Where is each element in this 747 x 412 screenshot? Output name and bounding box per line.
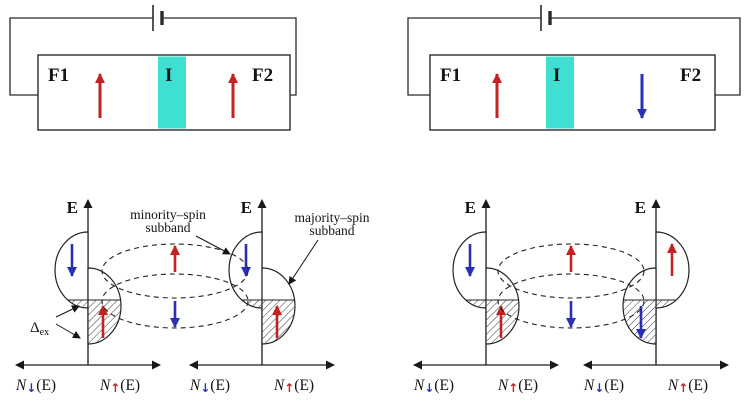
spin-up-channel-ellipse [101, 243, 249, 299]
exchange-splitting-pointer-upper [55, 305, 80, 318]
exchange-splitting-pointer-lower [55, 323, 81, 339]
filled-states-majority [88, 300, 122, 344]
junction-parallel: F1 I F2 [9, 5, 297, 131]
axis-label-n-up: N↑(E) [497, 377, 538, 395]
filled-states-majority [262, 300, 296, 344]
axis-label-n-down: N↓(E) [15, 377, 56, 395]
electrode-f1-label: F1 [440, 65, 461, 86]
filled-states-minority [67, 300, 88, 309]
filled-states-minority [241, 300, 262, 309]
spin-up-channel-ellipse [497, 243, 645, 299]
tunneling-channels-antiparallel [497, 243, 645, 329]
dos-right-electrode-antiparallel: E N↓(E) N↑(E) [583, 198, 729, 395]
tunneling-channels-parallel [101, 243, 249, 329]
axis-label-n-down: N↓(E) [413, 377, 454, 395]
junction-antiparallel: F1 I F2 [407, 5, 741, 131]
energy-axis-label: E [465, 198, 476, 217]
axis-label-n-up: N↑(E) [667, 377, 708, 395]
filled-states-majority [622, 300, 656, 344]
dos-right-electrode-parallel: E N↓(E) N↑(E) [189, 198, 335, 395]
filled-states-minority [656, 300, 677, 309]
filled-states-minority [465, 300, 486, 309]
energy-axis-label: E [635, 198, 646, 217]
axis-label-n-down: N↓(E) [189, 377, 230, 395]
axis-label-n-up: N↑(E) [99, 377, 140, 395]
electrode-f1-label: F1 [48, 65, 69, 86]
insulator-barrier [546, 56, 574, 129]
filled-states-majority [486, 300, 520, 344]
insulator-barrier [158, 56, 186, 129]
electrode-f2-label: F2 [680, 65, 701, 86]
energy-axis-label: E [67, 198, 78, 217]
dos-left-electrode-antiparallel: E N↓(E) N↑(E) [413, 198, 559, 395]
exchange-splitting-label: Δex [30, 320, 49, 338]
majority-subband-pointer [288, 239, 319, 285]
insulator-label: I [165, 65, 172, 86]
electrode-f2-label: F2 [252, 65, 273, 86]
insulator-label: I [553, 65, 560, 86]
dos-left-electrode-parallel: E Δex N↓(E) N↑(E) [15, 198, 161, 395]
spin-down-channel-ellipse [497, 273, 645, 329]
circuit-wire [9, 17, 297, 96]
spin-down-channel-ellipse [101, 273, 249, 329]
axis-label-n-down: N↓(E) [583, 377, 624, 395]
minority-subband-pointer [195, 235, 231, 255]
circuit-wire [407, 17, 741, 96]
energy-axis-label: E [241, 198, 252, 217]
axis-label-n-up: N↑(E) [273, 377, 314, 395]
